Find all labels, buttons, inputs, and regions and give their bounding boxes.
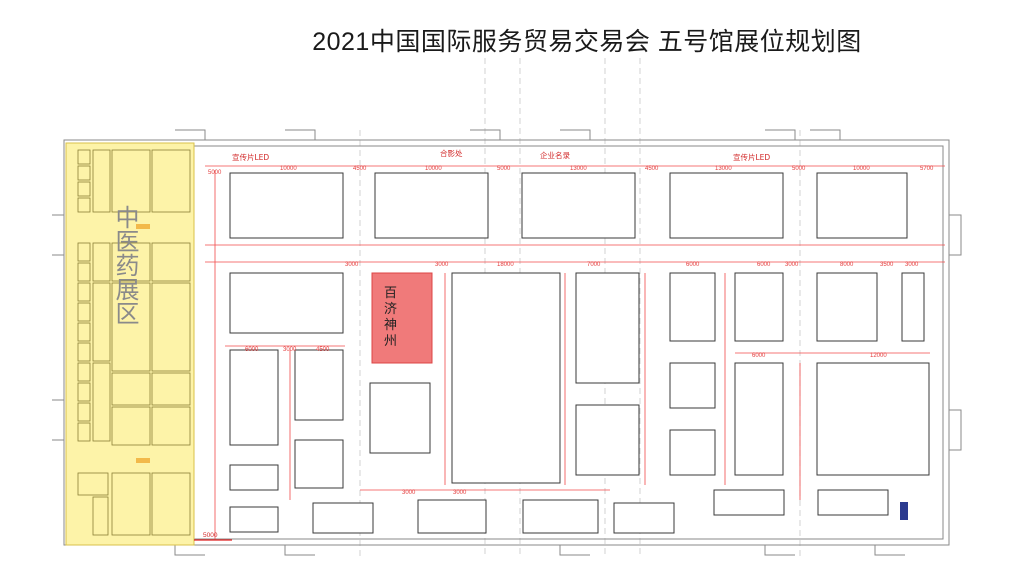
svg-text:3000: 3000 <box>453 490 467 496</box>
highlight-booth-label: 百 济 神 州 <box>384 286 397 349</box>
dimension-texts: 5000 10000 4500 10000 5000 13000 4500 13… <box>208 166 934 496</box>
booths <box>229 172 930 534</box>
svg-text:3000: 3000 <box>345 262 359 268</box>
area-labels: 宣传片LED 合影处 企业名录 宣传片LED 5000 <box>203 148 770 539</box>
svg-text:5700: 5700 <box>920 166 934 172</box>
svg-text:州: 州 <box>384 334 397 349</box>
svg-text:6000: 6000 <box>686 262 700 268</box>
page-title: 2021中国国际服务贸易交易会 五号馆展位规划图 <box>0 22 1024 58</box>
svg-text:4500: 4500 <box>645 166 659 172</box>
svg-text:济: 济 <box>384 302 397 317</box>
svg-text:3500: 3500 <box>880 262 894 268</box>
svg-text:6000: 6000 <box>245 347 259 353</box>
entrance-dim-label: 5000 <box>203 532 218 539</box>
highlight-booth <box>371 272 433 364</box>
svg-text:3000: 3000 <box>402 490 416 496</box>
svg-text:3000: 3000 <box>785 262 799 268</box>
led-label-left: 宣传片LED <box>232 152 269 162</box>
svg-text:13000: 13000 <box>570 166 587 172</box>
svg-text:5000: 5000 <box>497 166 511 172</box>
svg-text:百: 百 <box>384 286 397 301</box>
tcm-zone-label: 中医药展区 <box>111 205 139 325</box>
led-label-right: 宣传片LED <box>733 152 770 162</box>
svg-text:5000: 5000 <box>208 170 222 176</box>
dimension-lines <box>194 165 945 541</box>
photo-spot-label: 合影处 <box>440 148 463 158</box>
title-text: 2021中国国际服务贸易交易会 五号馆展位规划图 <box>312 28 862 56</box>
tcm-booths <box>77 149 191 536</box>
svg-text:3000: 3000 <box>905 262 919 268</box>
svg-text:10000: 10000 <box>280 166 297 172</box>
svg-text:6000: 6000 <box>752 353 766 359</box>
svg-text:4500: 4500 <box>316 347 330 353</box>
company-list-label: 企业名录 <box>540 150 570 160</box>
svg-text:6000: 6000 <box>757 262 771 268</box>
svg-text:8000: 8000 <box>840 262 854 268</box>
svg-text:3000: 3000 <box>283 347 297 353</box>
svg-text:7000: 7000 <box>587 262 601 268</box>
svg-text:4500: 4500 <box>353 166 367 172</box>
svg-text:13000: 13000 <box>715 166 732 172</box>
svg-text:神: 神 <box>384 318 397 333</box>
svg-text:10000: 10000 <box>425 166 442 172</box>
svg-text:3000: 3000 <box>435 262 449 268</box>
tcm-zone: 中医药展区 <box>65 142 195 546</box>
svg-text:18000: 18000 <box>497 262 514 268</box>
svg-text:10000: 10000 <box>853 166 870 172</box>
svg-text:5000: 5000 <box>792 166 806 172</box>
svg-text:12000: 12000 <box>870 353 887 359</box>
